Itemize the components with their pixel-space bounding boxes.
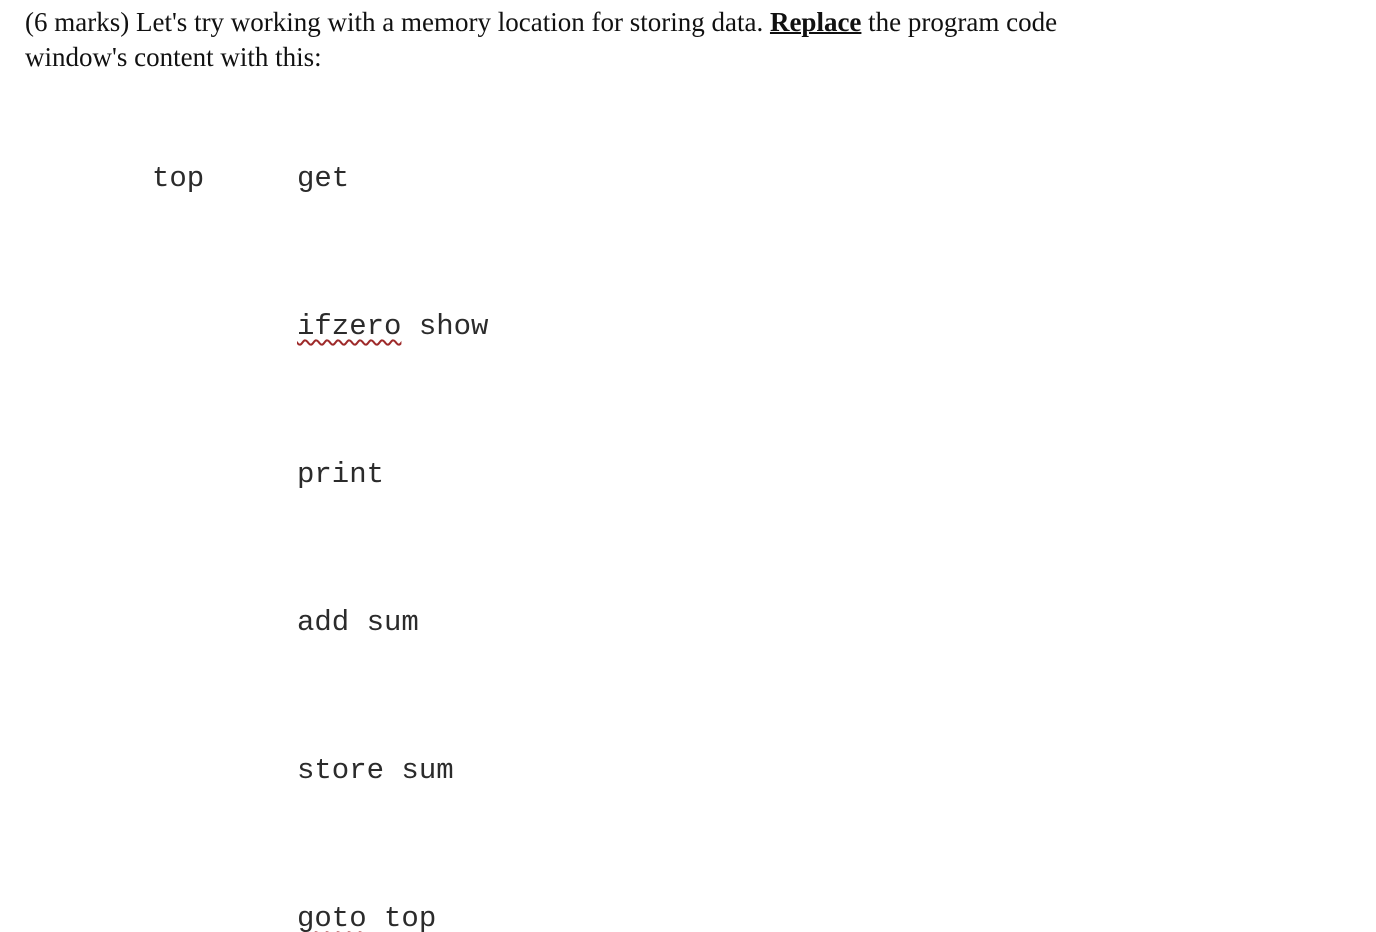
document-page: { "page": { "background_color": "#ffffff… <box>0 0 1245 932</box>
code-line: store sum <box>152 752 1376 789</box>
code-operand: sum <box>349 606 419 639</box>
code-op: print <box>297 458 385 491</box>
question-text-before: (6 marks) Let's try working with a memor… <box>25 7 770 37</box>
question-text-after: the program code <box>861 7 1058 37</box>
code-line: goto top <box>152 900 1376 932</box>
code-op: ifzero <box>297 310 402 343</box>
code-operand: top <box>366 902 437 932</box>
document-content-area: (6 marks) Let's try working with a memor… <box>0 0 1245 932</box>
program-code-listing: top get ifzero show print add sum store s… <box>152 86 1376 932</box>
code-line: ifzero show <box>152 308 1376 345</box>
code-label: top <box>152 162 205 195</box>
replace-emphasized-word: Replace <box>769 7 862 37</box>
code-op: store <box>297 754 385 787</box>
code-operand: sum <box>384 754 454 787</box>
question-text-line2: window's content with this: <box>25 42 322 72</box>
question-paragraph: (6 marks) Let's try working with a memor… <box>0 0 1245 75</box>
code-operand: show <box>401 310 489 343</box>
code-op: get <box>297 162 350 195</box>
code-line: top get <box>152 160 1376 197</box>
code-line: add sum <box>152 604 1376 641</box>
code-line: print <box>152 456 1376 493</box>
code-op: goto <box>297 902 367 932</box>
code-op: add <box>297 606 350 639</box>
